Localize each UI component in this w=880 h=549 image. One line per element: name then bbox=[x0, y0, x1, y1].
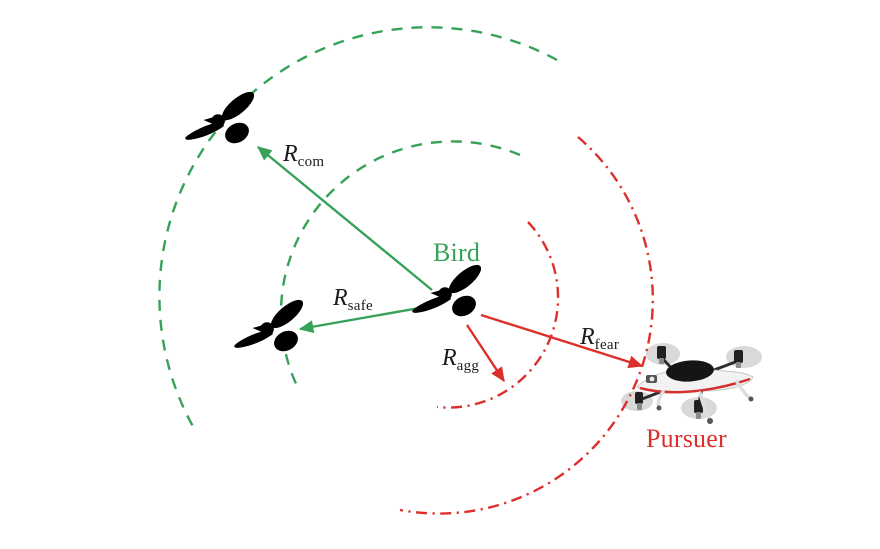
pursuer-drone-icon bbox=[621, 343, 762, 424]
r-agg-base: R bbox=[442, 345, 457, 371]
drone-motors bbox=[635, 346, 743, 413]
label-r-safe: Rsafe bbox=[333, 286, 373, 314]
arrow-r-agg bbox=[465, 324, 506, 382]
label-r-agg: Ragg bbox=[442, 346, 479, 374]
label-r-com: Rcom bbox=[283, 142, 324, 170]
label-r-fear: Rfear bbox=[580, 325, 619, 353]
arc-aggression-radius bbox=[436, 221, 560, 409]
r-safe-base: R bbox=[333, 285, 348, 311]
bird-label: Bird bbox=[433, 238, 481, 267]
bird-icon-flockmate-upper bbox=[185, 87, 259, 148]
arrow-r-fear bbox=[480, 313, 644, 369]
bird-icon-flockmate-left bbox=[234, 295, 308, 356]
drone-front-light bbox=[649, 376, 655, 382]
r-safe-sub: safe bbox=[347, 298, 374, 314]
arc-safe-radius bbox=[279, 140, 521, 389]
arrow-r-safe bbox=[298, 305, 426, 334]
r-agg-sub: agg bbox=[456, 358, 480, 374]
drone-motor-hubs bbox=[637, 358, 741, 419]
bird-icon-focal bbox=[412, 260, 486, 321]
r-fear-base: R bbox=[580, 324, 595, 350]
r-fear-sub: fear bbox=[594, 337, 620, 353]
drone-leg-feet bbox=[656, 396, 754, 424]
drone-canopy bbox=[666, 360, 714, 382]
pursuer-label: Pursuer bbox=[646, 424, 727, 453]
r-com-sub: com bbox=[297, 154, 325, 170]
r-com-base: R bbox=[283, 141, 298, 167]
arrow-r-com bbox=[257, 146, 433, 291]
